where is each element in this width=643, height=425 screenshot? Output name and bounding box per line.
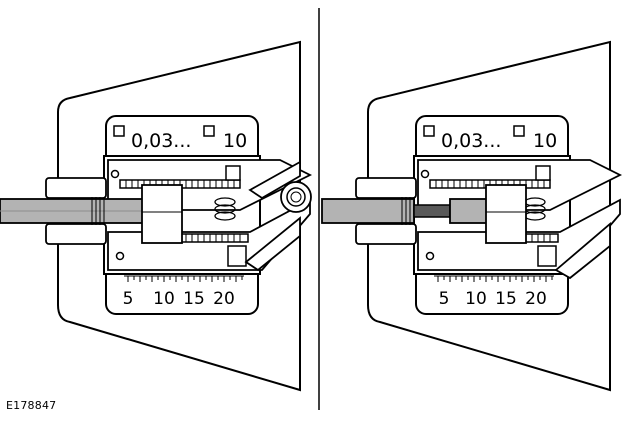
panel-right: 0,03... 10 5 10 15 20 (321, 41, 621, 391)
scale-label-5: 5 (123, 289, 134, 309)
figure-reference-code: E178847 (6, 399, 57, 412)
stripped-insulation (413, 204, 451, 218)
cable-core (449, 198, 491, 224)
range-label: 0,03... (131, 130, 191, 152)
cable (321, 198, 415, 224)
panel-left: 0,03... 10 5 10 15 20 (0, 41, 312, 391)
handle-lever (554, 222, 611, 280)
blade-block (485, 184, 527, 244)
scale-label-5: 5 (439, 289, 450, 309)
range-label: 0,03... (441, 130, 501, 152)
threaded-collar (91, 197, 105, 225)
handle-lever-lower (244, 216, 301, 272)
scale-label-15: 15 (183, 289, 205, 309)
handle-lever-upper (248, 160, 301, 200)
threaded-collar (401, 197, 411, 225)
scale-label-20: 20 (525, 289, 547, 309)
blade-block (141, 184, 183, 244)
scale-label-10: 10 (153, 289, 175, 309)
max-label: 10 (533, 130, 557, 152)
scale-label-20: 20 (213, 289, 235, 309)
scale-label-10: 10 (465, 289, 487, 309)
max-label: 10 (223, 130, 247, 152)
scale-label-15: 15 (495, 289, 517, 309)
